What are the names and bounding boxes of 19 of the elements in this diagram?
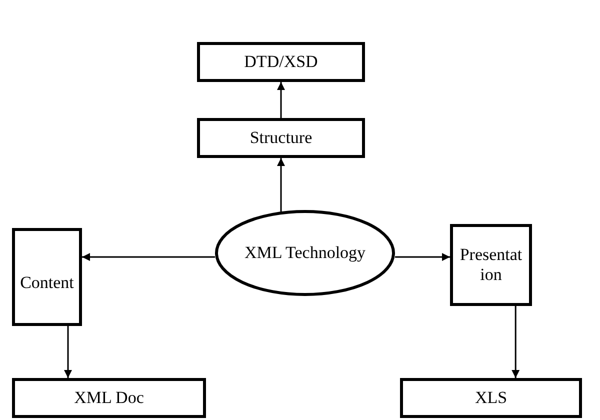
- arrow: [277, 82, 285, 118]
- node-text: Structure: [250, 128, 312, 148]
- node-text: XLS: [474, 388, 508, 408]
- process-box: [197, 118, 365, 158]
- arrow: [512, 306, 520, 378]
- node-text: XML Technology: [244, 242, 366, 264]
- arrow: [395, 253, 450, 261]
- node-text: DTD/XSD: [244, 52, 318, 72]
- process-box: [450, 224, 532, 306]
- node-text: Content: [20, 272, 74, 293]
- process-box: [12, 228, 82, 326]
- process-box: [197, 42, 365, 82]
- arrow: [82, 253, 215, 261]
- process-box: [12, 378, 206, 418]
- process-box: [400, 378, 582, 418]
- arrow: [277, 158, 285, 212]
- node-text: XML Doc: [74, 388, 144, 408]
- node-text: Presentation: [459, 244, 523, 286]
- arrow: [64, 326, 72, 378]
